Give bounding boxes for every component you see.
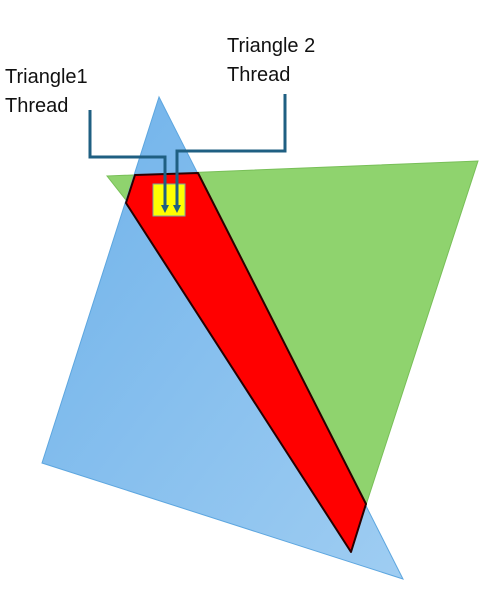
triangle2-label-line2: Thread xyxy=(227,64,290,86)
overlap-region xyxy=(125,172,367,553)
triangle1-thread-label: Triangle1 Thread xyxy=(5,66,93,117)
triangle1-label-line2: Thread xyxy=(5,95,68,117)
triangle2-label-line1: Triangle 2 xyxy=(227,35,315,57)
thread-box xyxy=(152,183,186,217)
triangle1-connector xyxy=(88,110,169,213)
triangle2-connector xyxy=(173,94,287,213)
triangle2-thread-label: Triangle 2 Thread xyxy=(227,35,321,86)
triangle1-label-line1: Triangle1 xyxy=(5,66,88,88)
